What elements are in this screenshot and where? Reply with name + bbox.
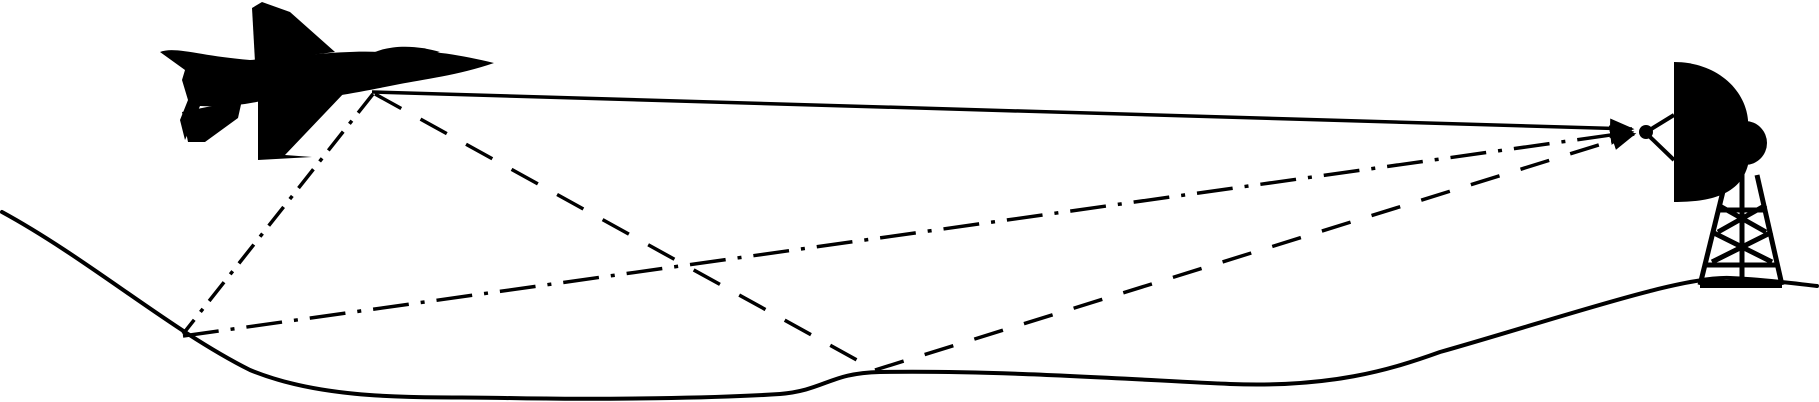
aircraft-icon <box>160 2 494 160</box>
ground-bounce-path-dashed <box>374 92 1637 372</box>
ground-bounce-path-dashdot <box>181 92 1635 338</box>
direct-path <box>371 90 1635 139</box>
radar-station-icon <box>1639 62 1785 288</box>
terrain-profile <box>0 210 1819 401</box>
